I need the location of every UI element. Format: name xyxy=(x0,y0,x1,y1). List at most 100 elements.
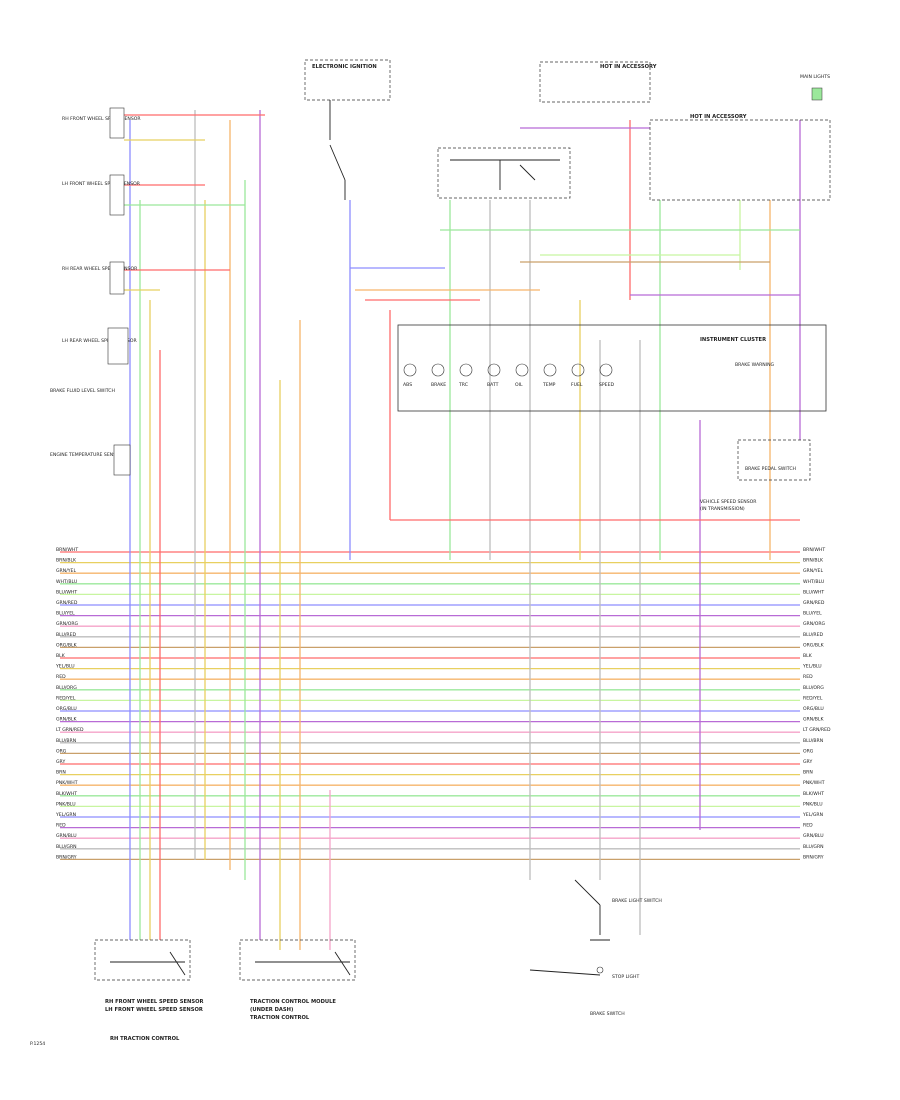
bus-left-label: BLU/BRN xyxy=(56,738,76,744)
indicator-lights-box: HOT IN ACCESSORY xyxy=(649,114,831,201)
bus-left-label: BLU/WHT xyxy=(56,589,77,595)
gauge-symbol xyxy=(487,363,501,377)
bus-right-label: YEL/GRN xyxy=(802,812,823,818)
bus-right-label: GRN/ORG xyxy=(803,621,826,627)
bus-right-label: ORG/BLK xyxy=(803,642,825,648)
bottom-left-connector: RH FRONT WHEEL SPEED SENSOR LH FRONT WHE… xyxy=(94,939,204,1042)
bus-right-label: BRN/WHT xyxy=(803,547,825,553)
left-sensor-3: RH REAR WHEEL SPEED SENSOR xyxy=(62,261,138,295)
bus-right-label: BLU/WHT xyxy=(803,589,824,595)
bus-left-label: BLU/YEL xyxy=(56,611,75,617)
bottom-right-label-2: STOP LIGHT xyxy=(612,974,639,980)
gauge-symbol xyxy=(403,363,417,377)
bus-left-label: GRN/YEL xyxy=(56,568,76,574)
vehicle-speed-sensor: BRAKE PEDAL SWITCH VEHICLE SPEED SENSOR … xyxy=(700,439,811,512)
gauge-symbol xyxy=(515,363,529,377)
vertical-wires xyxy=(124,110,801,950)
bus-right-label: YEL/BLU xyxy=(802,664,822,670)
left-sensor-5-label: BRAKE FLUID LEVEL SWITCH xyxy=(50,388,115,394)
bottom-mid-caption: TRACTION CONTROL xyxy=(250,1015,310,1021)
bottom-right-switch: BRAKE LIGHT SWITCH STOP LIGHT BRAKE SWIT… xyxy=(529,879,662,1017)
bus-left-label: PNK/WHT xyxy=(56,780,78,786)
bus-left-label: WHT/BLU xyxy=(56,579,77,585)
bus-left-label: GRY xyxy=(56,759,65,765)
left-sensor-5: BRAKE FLUID LEVEL SWITCH xyxy=(50,388,115,394)
bus-right-label: GRN/BLU xyxy=(803,833,824,839)
bus-right-label: BLU/GRN xyxy=(803,844,824,850)
gauge-symbol xyxy=(599,363,613,377)
bottom-left-label-2: LH FRONT WHEEL SPEED SENSOR xyxy=(105,1007,203,1013)
bottom-left-label-1: RH FRONT WHEEL SPEED SENSOR xyxy=(105,999,204,1005)
bus-left-label: BLK/WHT xyxy=(56,791,77,797)
bus-left-label: PNK/BLU xyxy=(56,801,76,807)
bus-right-label: RED/YEL xyxy=(803,695,823,701)
bus-left-label: BLU/GRN xyxy=(56,844,77,850)
bus-left-label: BRN/BLK xyxy=(56,558,77,564)
bus-right-label: GRN/RED xyxy=(803,600,825,606)
bus-right-label: BRN/GRY xyxy=(803,854,824,860)
gauge-label: BATT xyxy=(487,382,499,388)
bus-left-label: GRN/RED xyxy=(56,600,78,606)
bus-right-label: LT GRN/RED xyxy=(803,727,831,733)
fuse-box-top-label: ELECTRONIC IGNITION xyxy=(312,64,377,70)
bus-left-label: LT GRN/RED xyxy=(56,727,84,733)
gauge-label: FUEL xyxy=(571,382,583,388)
left-sensor-4: LH REAR WHEEL SPEED SENSOR xyxy=(62,327,137,365)
bus-left-label: YEL/GRN xyxy=(55,812,76,818)
bus-right-label: PNK/BLU xyxy=(803,801,823,807)
bus-left-label: BRN/WHT xyxy=(56,547,78,553)
top-fuse-box: ELECTRONIC IGNITION xyxy=(304,59,391,200)
cluster-title: INSTRUMENT CLUSTER xyxy=(700,337,766,343)
bus-left-label: ORG xyxy=(56,748,67,754)
bus-right-label: WHT/BLU xyxy=(803,579,824,585)
gauge-label: BRAKE xyxy=(431,382,446,388)
bus-left-label: RED xyxy=(56,674,66,680)
bus-right-labels: BRN/WHTBRN/BLKGRN/YELWHT/BLUBLU/WHTGRN/R… xyxy=(802,547,831,860)
gauge-symbol xyxy=(571,363,585,377)
left-sensor-2: LH FRONT WHEEL SPEED SENSOR xyxy=(62,174,141,216)
left-sensor-6-label: ENGINE TEMPERATURE SENSOR xyxy=(50,452,124,458)
bus-right-label: GRN/BLK xyxy=(803,717,824,723)
gauge-label: ABS xyxy=(403,382,412,388)
bus-left-label: RED/YEL xyxy=(56,695,76,701)
bottom-mid-label-2: (UNDER DASH) xyxy=(250,1007,293,1013)
left-sensor-3-label: RH REAR WHEEL SPEED SENSOR xyxy=(62,266,138,272)
left-sensor-1: RH FRONT WHEEL SPEED SENSOR xyxy=(62,107,141,139)
bus-right-label: GRY xyxy=(803,759,812,765)
bus-right-label: BLU/RED xyxy=(803,632,823,638)
bus-left-label: BLU/ORG xyxy=(56,685,77,691)
bus-left-label: BLK xyxy=(56,653,66,659)
relay-box xyxy=(437,147,571,199)
left-sensor-4-label: LH REAR WHEEL SPEED SENSOR xyxy=(62,338,137,344)
bus-right-label: BLU/ORG xyxy=(803,685,824,691)
bus-left-label: BLU/RED xyxy=(56,632,76,638)
speed-sensor-sub: (IN TRANSMISSION) xyxy=(700,506,745,512)
bus-left-label: BRN xyxy=(56,770,66,776)
top-right-switch: MAIN LIGHTS xyxy=(800,74,830,101)
bus-right-label: ORG xyxy=(803,748,814,754)
left-sensor-1-label: RH FRONT WHEEL SPEED SENSOR xyxy=(62,116,141,122)
bus-right-label: RED xyxy=(803,674,813,680)
bottom-right-label-3: BRAKE SWITCH xyxy=(590,1011,625,1017)
bus-right-label: BLU/YEL xyxy=(803,611,822,617)
gauge-label: TRC xyxy=(458,382,468,388)
top-right-switch-label: MAIN LIGHTS xyxy=(800,74,830,80)
gauge-symbol xyxy=(459,363,473,377)
fuse-top-2-label: HOT IN ACCESSORY xyxy=(600,64,657,70)
bottom-mid-connector: TRACTION CONTROL MODULE (UNDER DASH) TRA… xyxy=(239,939,356,1021)
bottom-left-caption: RH TRACTION CONTROL xyxy=(110,1036,180,1042)
bus-right-label: BRN xyxy=(803,770,813,776)
gauge-label: OIL xyxy=(515,382,523,388)
bus-left-label: ORG/BLU xyxy=(56,706,77,712)
gauge-symbol xyxy=(543,363,557,377)
gauge-symbol xyxy=(431,363,445,377)
bus-left-label: GRN/BLU xyxy=(56,833,77,839)
bus-left-label: BRN/GRY xyxy=(56,854,77,860)
top-center-fuse: HOT IN ACCESSORY xyxy=(539,61,657,103)
bus-right-label: PNK/WHT xyxy=(803,780,825,786)
gauge-label: TEMP xyxy=(542,382,556,388)
bus-right-label: BLK xyxy=(803,653,813,659)
